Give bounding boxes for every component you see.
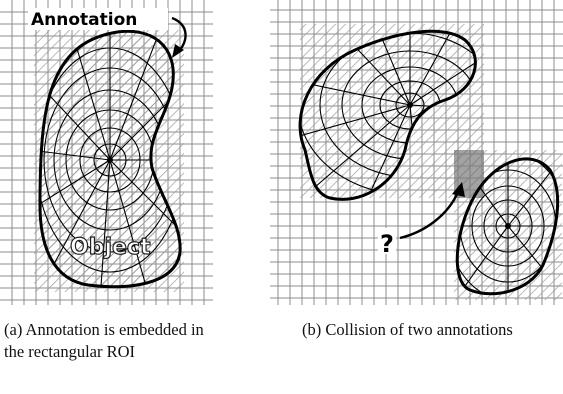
object-outline-a <box>38 29 182 289</box>
panel-a-svg: Annotation Object <box>0 0 213 305</box>
caption-b: (b) Collision of two annotations <box>302 320 513 339</box>
object-outline-b2 <box>455 157 560 296</box>
panel-a-figure: Annotation Object <box>0 0 213 305</box>
collision-arrowhead <box>452 182 465 197</box>
collision-arrow <box>399 191 460 240</box>
center-point-b2 <box>505 223 511 229</box>
annotation-label: Annotation <box>31 10 137 30</box>
panel-b-figure: ? <box>270 0 563 305</box>
object-outline-b1 <box>298 29 477 201</box>
collision-mark-bg <box>378 228 396 254</box>
annotation-arrowhead <box>172 44 184 58</box>
annotation-label-bg <box>28 8 168 30</box>
collision-mark: ? <box>380 230 394 258</box>
center-point-b1 <box>407 102 413 108</box>
caption-a: (a) Annotation is embedded in the rectan… <box>4 320 204 361</box>
center-point-a <box>107 157 113 163</box>
panel-b-svg: ? <box>270 0 563 305</box>
object-label: Object <box>70 235 151 260</box>
